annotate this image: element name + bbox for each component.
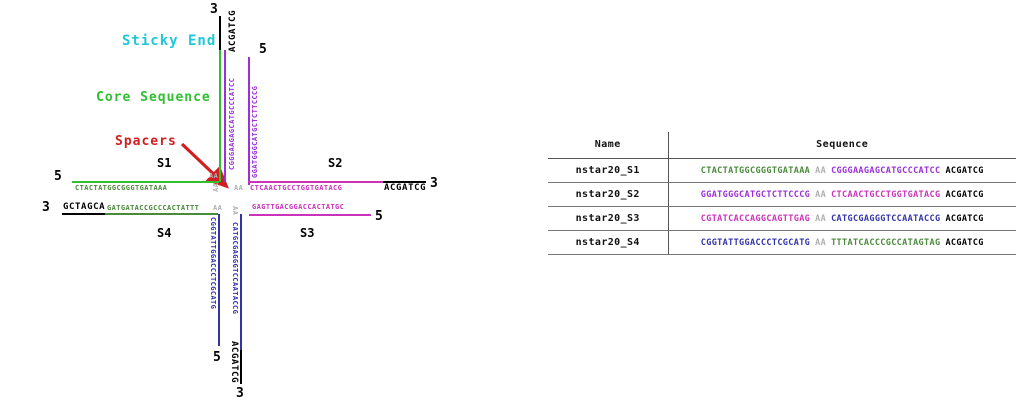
cell-name: nstar20_S1	[548, 158, 669, 183]
table-row: nstar20_S3 CGTATCACCAGGCAGTTGAG AA CATGCGAG…	[548, 206, 1016, 231]
s1-spacer-vertical: AA	[212, 182, 220, 192]
table-row: nstar20_S1 CTACTATGGCGGGTGATAAA AA CGGGAAGA…	[548, 158, 1016, 183]
s2-core-line-vertical	[248, 57, 250, 185]
sequence-part-spacer: AA	[815, 165, 827, 176]
sequence-part-core-1: CTACTATGGCGGGTGATAAA	[700, 165, 811, 176]
s1-spacer-horizontal: AA	[209, 172, 219, 180]
cell-sequence: CGGTATTGGACCCTCGCATG AA TTTATCACCCGCCATAGT…	[668, 230, 1016, 255]
table-row: nstar20_S2 GGATGGGCATGCTCTTCCCG AA CTCAACTG…	[548, 182, 1016, 207]
sequence-part-core-1: CGGTATTGGACCCTCGCATG	[700, 237, 811, 248]
sequence-part-core-2: CTCAACTGCCTGGTGATACG	[831, 189, 941, 200]
sequence-part-sticky-end: ACGATCG	[945, 237, 984, 248]
s4-sticky-bar	[62, 213, 105, 215]
s3-vertical-core-sequence: CATGCGAGGGTCCAATACCG	[231, 222, 239, 315]
arm-label-s2: S2	[328, 156, 343, 170]
s3-sticky-sequence: ACGATCG	[229, 341, 239, 384]
legend-sticky-end: Sticky End	[122, 33, 217, 49]
dna-junction-diagram: Sticky End Core Sequence Spacers 3 ACGAT…	[42, 2, 438, 401]
end-label-top-right-5: 5	[259, 42, 267, 57]
s1-vertical-core-sequence: CGGGAAGAGCATGCCCATCC	[228, 77, 236, 170]
s2-core-line-horizontal	[248, 181, 383, 183]
sequence-part-core-1: GGATGGGCATGCTCTTCCCG	[700, 189, 811, 200]
sequence-part-core-2: TTTATCACCCGCCATAGTAG	[831, 237, 941, 248]
arm-label-s3: S3	[300, 226, 315, 240]
table-body: nstar20_S1 CTACTATGGCGGGTGATAAA AA CGGGAAGA…	[548, 158, 1016, 255]
table-row: nstar20_S4 CGGTATTGGACCCTCGCATG AA TTTATCAC…	[548, 230, 1016, 255]
s2-vertical-core-sequence: GGATGGGCATGCTCTTCCCG	[251, 85, 259, 178]
s1-sticky-sequence: ACGATCG	[228, 9, 238, 52]
s1-horizontal-core-sequence: CTACTATGGCGGGTGATAAA	[75, 184, 168, 192]
cell-sequence: CGTATCACCAGGCAGTTGAG AA CATGCGAGGGTCCAATAC…	[668, 206, 1016, 231]
arm-label-s1: S1	[157, 156, 172, 170]
s3-sticky-bar	[240, 350, 242, 384]
cell-sequence: CTACTATGGCGGGTGATAAA AA CGGGAAGAGCATGCCCAT…	[668, 158, 1016, 183]
table-header-row: Name Sequence	[548, 132, 1016, 159]
s1-core-line-vertical	[219, 50, 221, 182]
end-label-left-5: 5	[54, 169, 62, 184]
s3-core-line-vertical	[240, 214, 242, 350]
s4-spacer-horizontal: AA	[213, 204, 223, 212]
s1-complement-line-vertical	[224, 50, 226, 182]
sequence-part-sticky-end: ACGATCG	[945, 165, 984, 176]
end-label-left-3: 3	[42, 200, 50, 215]
end-label-right-3: 3	[430, 176, 438, 191]
s1-core-line-horizontal	[72, 181, 219, 183]
sequence-part-core-2: CGGGAAGAGCATGCCCATCC	[831, 165, 941, 176]
s4-core-line-vertical	[218, 214, 220, 346]
s4-horizontal-core-sequence: GATGATACCGCCCACTATTT	[107, 204, 200, 212]
arm-label-s4: S4	[157, 226, 172, 240]
s2-sticky-bar	[383, 181, 426, 183]
sequence-part-sticky-end: ACGATCG	[945, 189, 984, 200]
end-label-bottom-5: 5	[213, 350, 221, 365]
s4-core-line-horizontal	[105, 213, 218, 215]
cell-name: nstar20_S3	[548, 206, 669, 231]
s1-sticky-bar	[219, 16, 221, 50]
sequence-part-core-1: CGTATCACCAGGCAGTTGAG	[700, 213, 811, 224]
s4-sticky-sequence: GCTAGCA	[63, 202, 106, 212]
cell-name: nstar20_S2	[548, 182, 669, 207]
cell-name: nstar20_S4	[548, 230, 669, 255]
sequence-part-sticky-end: ACGATCG	[945, 213, 984, 224]
end-label-top-3: 3	[210, 2, 218, 17]
s3-spacer-vertical: AA	[231, 206, 239, 216]
sequence-part-spacer: AA	[815, 237, 827, 248]
end-label-right-5: 5	[375, 209, 383, 224]
sequence-part-spacer: AA	[815, 189, 827, 200]
end-label-bottom-3: 3	[236, 386, 244, 401]
sequence-part-core-2: CATGCGAGGGTCCAATACCG	[831, 213, 941, 224]
s3-core-line-horizontal	[249, 214, 371, 216]
legend-core-sequence: Core Sequence	[96, 90, 211, 105]
column-header-sequence: Sequence	[668, 132, 1016, 159]
cell-sequence: GGATGGGCATGCTCTTCCCG AA CTCAACTGCCTGGTGATA…	[668, 182, 1016, 207]
s3-horizontal-core-sequence: GAGTTGACGGACCACTATGC	[252, 203, 345, 211]
spacers-arrow-icon	[180, 142, 229, 189]
legend-spacers: Spacers	[115, 134, 177, 149]
s4-vertical-core-sequence: CGGTATTGGACCCTCGCATG	[209, 217, 217, 310]
s2-spacer-horizontal: AA	[234, 184, 244, 192]
s2-horizontal-core-sequence: CTCAACTGCCTGGTGATACG	[250, 184, 343, 192]
s2-sticky-sequence: ACGATCG	[384, 183, 427, 193]
sequence-part-spacer: AA	[815, 213, 827, 224]
column-header-name: Name	[548, 132, 669, 159]
